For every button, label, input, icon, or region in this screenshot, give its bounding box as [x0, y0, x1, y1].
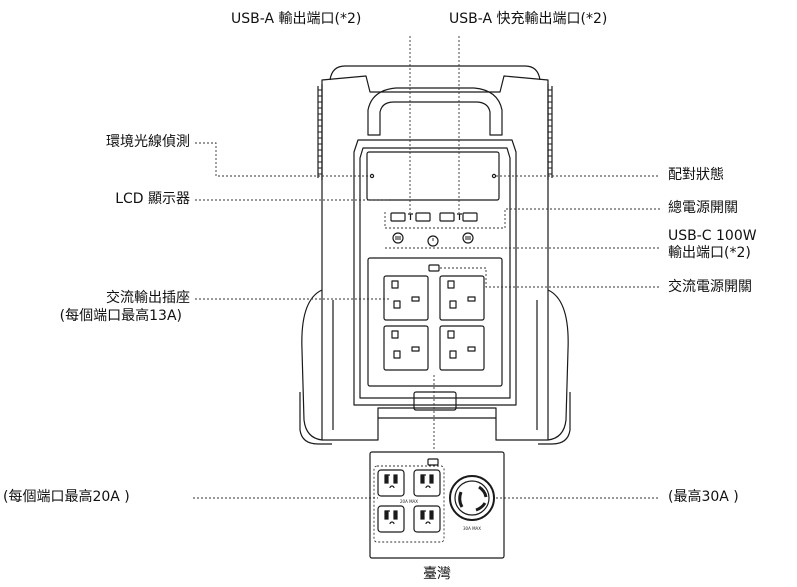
- ac-output-label-line1: 交流輸出插座: [106, 290, 190, 306]
- taiwan-per-port-label: (每個端口最高20A ): [3, 489, 130, 505]
- main-power-switch-label: 總電源開關: [668, 200, 738, 216]
- ac-outlet: [439, 325, 485, 371]
- usb-c-port-left: [392, 232, 404, 244]
- ac-outlet: [439, 275, 485, 321]
- ambient-light-label: 環境光線偵測: [106, 134, 190, 150]
- usb-a-output-label: USB-A 輸出端口(*2): [231, 11, 362, 27]
- leader-lines: [193, 36, 660, 543]
- pairing-status-led: [491, 173, 497, 179]
- taiwan-max-label: (最高30A ): [668, 489, 739, 505]
- grip-ridges: [318, 89, 552, 175]
- ac-outlet: [383, 325, 429, 371]
- twenty-a-max-mark: 20A MAX: [400, 499, 418, 504]
- ac-output-label-line2: (每個端口最高13A): [59, 308, 182, 324]
- usb-c-port-right: [462, 232, 474, 244]
- ac-outlet-panel: [367, 257, 503, 387]
- ambient-light-sensor: [369, 173, 375, 179]
- ac-outlet: [383, 275, 429, 321]
- taiwan-outlet-panel: [369, 451, 505, 559]
- twist-lock-30a-outlet: [449, 475, 495, 521]
- usb-a-ports-right: [439, 212, 478, 222]
- device-body: [299, 65, 571, 445]
- usb-c-output-label-line2: 輸出端口(*2): [668, 245, 751, 261]
- usb-a-fast-output-label: USB-A 快充輸出端口(*2): [449, 11, 608, 27]
- ac-power-switch: [428, 264, 440, 272]
- lcd-display-label: LCD 顯示器: [115, 191, 190, 207]
- usb-c-output-label-line1: USB-C 100W: [668, 228, 757, 244]
- pairing-status-label: 配對狀態: [668, 167, 724, 183]
- taiwan-label: 臺灣: [423, 566, 451, 582]
- main-power-button: [427, 235, 439, 247]
- usb-a-ports-left: [390, 212, 431, 222]
- thirty-a-max-mark: 30A MAX: [463, 526, 481, 531]
- ac-power-switch-label: 交流電源開關: [668, 279, 752, 295]
- lcd-screen: [366, 151, 500, 201]
